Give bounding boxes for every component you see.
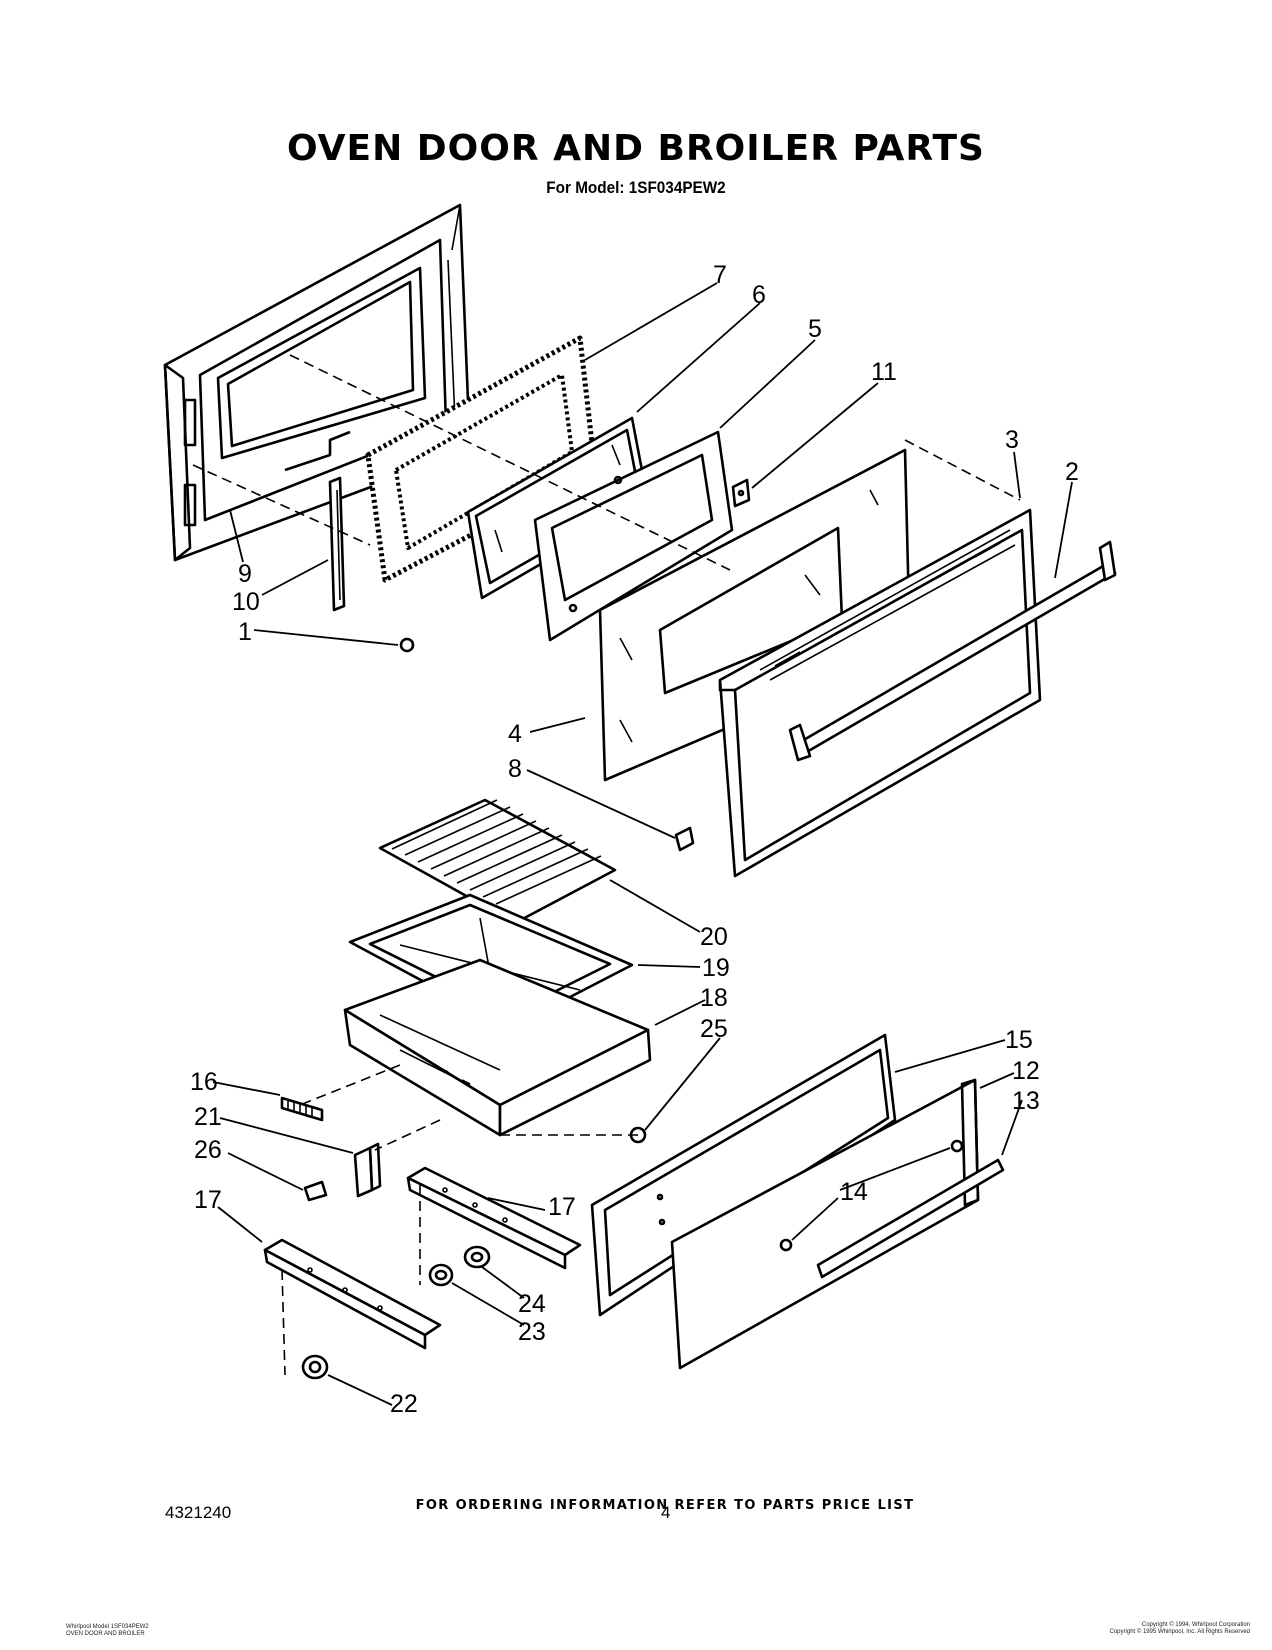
- callout-8: 8: [508, 755, 522, 783]
- callout-17-lower: 17: [194, 1186, 222, 1214]
- callout-16: 16: [190, 1068, 218, 1096]
- callout-18: 18: [700, 984, 728, 1012]
- part-22-roller: [301, 1354, 329, 1380]
- callout-2: 2: [1065, 458, 1079, 486]
- part-23-roller: [428, 1263, 454, 1287]
- fine-print-right: Copyright © 1994, Whirlpool Corporation …: [1110, 1622, 1250, 1636]
- callout-7: 7: [713, 261, 727, 289]
- part-26-screw: [303, 1180, 328, 1202]
- fine-print-right-line: Copyright © 1995 Whirlpool, Inc. All Rig…: [1109, 1629, 1250, 1635]
- callout-12: 12: [1012, 1057, 1040, 1085]
- callout-13: 13: [1012, 1087, 1040, 1115]
- fine-print-right-line: Copyright © 1994, Whirlpool Corporation: [1141, 1622, 1250, 1628]
- part-14-screws: [779, 1139, 964, 1252]
- callout-19: 19: [702, 954, 730, 982]
- callout-14: 14: [840, 1178, 868, 1206]
- callout-11: 11: [871, 358, 897, 386]
- ordering-note: FOR ORDERING INFORMATION REFER TO PARTS …: [415, 1498, 915, 1513]
- part-8-hinge-pin: [674, 826, 695, 852]
- part-16-spring: [280, 1096, 324, 1122]
- fine-print-left: Whirlpool Model 1SF034PEW2 OVEN DOOR AND…: [66, 1624, 149, 1638]
- page-title: OVEN DOOR AND BROILER PARTS: [287, 128, 985, 169]
- callout-3: 3: [1005, 426, 1019, 454]
- leader-lines: [212, 282, 1073, 1406]
- part-5-glass-retainer: [533, 430, 734, 642]
- callout-20: 20: [700, 923, 728, 951]
- model-subtitle: For Model: 1SF034PEW2: [546, 178, 726, 197]
- part-1-screw: [399, 637, 415, 653]
- callout-4: 4: [508, 720, 522, 748]
- callout-9: 9: [238, 560, 252, 588]
- callout-25: 25: [700, 1015, 728, 1043]
- fine-print-left-line: OVEN DOOR AND BROILER: [66, 1631, 145, 1637]
- part-17-rail-lower: [263, 1238, 442, 1350]
- callout-24: 24: [518, 1290, 546, 1318]
- callout-23: 23: [518, 1318, 546, 1346]
- part-18-broiler-drawer: [343, 958, 652, 1137]
- part-12-drawer-front: [670, 1078, 980, 1370]
- callout-10: 10: [232, 588, 260, 616]
- part-24-roller: [463, 1245, 491, 1269]
- part-15-drawer-panel: [590, 1033, 897, 1317]
- callout-1: 1: [238, 618, 252, 646]
- callout-17-upper: 17: [548, 1193, 576, 1221]
- callout-labels: 7 6 5 11 3 2 9 10 1 4 8 20 19 18 25 16 2…: [190, 261, 1079, 1418]
- document-number: 4321240: [165, 1503, 232, 1522]
- assembly-lines-broiler: [281, 1064, 640, 1376]
- callout-15: 15: [1005, 1026, 1033, 1054]
- part-13-trim-strip: [816, 1158, 1005, 1279]
- assembly-lines-door: [192, 354, 1021, 571]
- part-11-clip: [731, 478, 751, 508]
- part-3-outer-door: [718, 508, 1042, 878]
- callout-21: 21: [194, 1103, 222, 1131]
- part-21-bracket: [353, 1142, 382, 1198]
- fine-print-left-line: Whirlpool Model 1SF034PEW2: [66, 1624, 149, 1630]
- callout-22: 22: [390, 1390, 418, 1418]
- page-number: 4: [661, 1503, 671, 1522]
- part-2-door-handle: [788, 540, 1117, 762]
- callout-6: 6: [752, 281, 766, 309]
- callout-5: 5: [808, 315, 822, 343]
- part-17-rail-upper: [406, 1166, 582, 1270]
- part-20-broiler-grid: [378, 798, 617, 925]
- part-10-door-brace: [328, 476, 346, 612]
- callout-26: 26: [194, 1136, 222, 1164]
